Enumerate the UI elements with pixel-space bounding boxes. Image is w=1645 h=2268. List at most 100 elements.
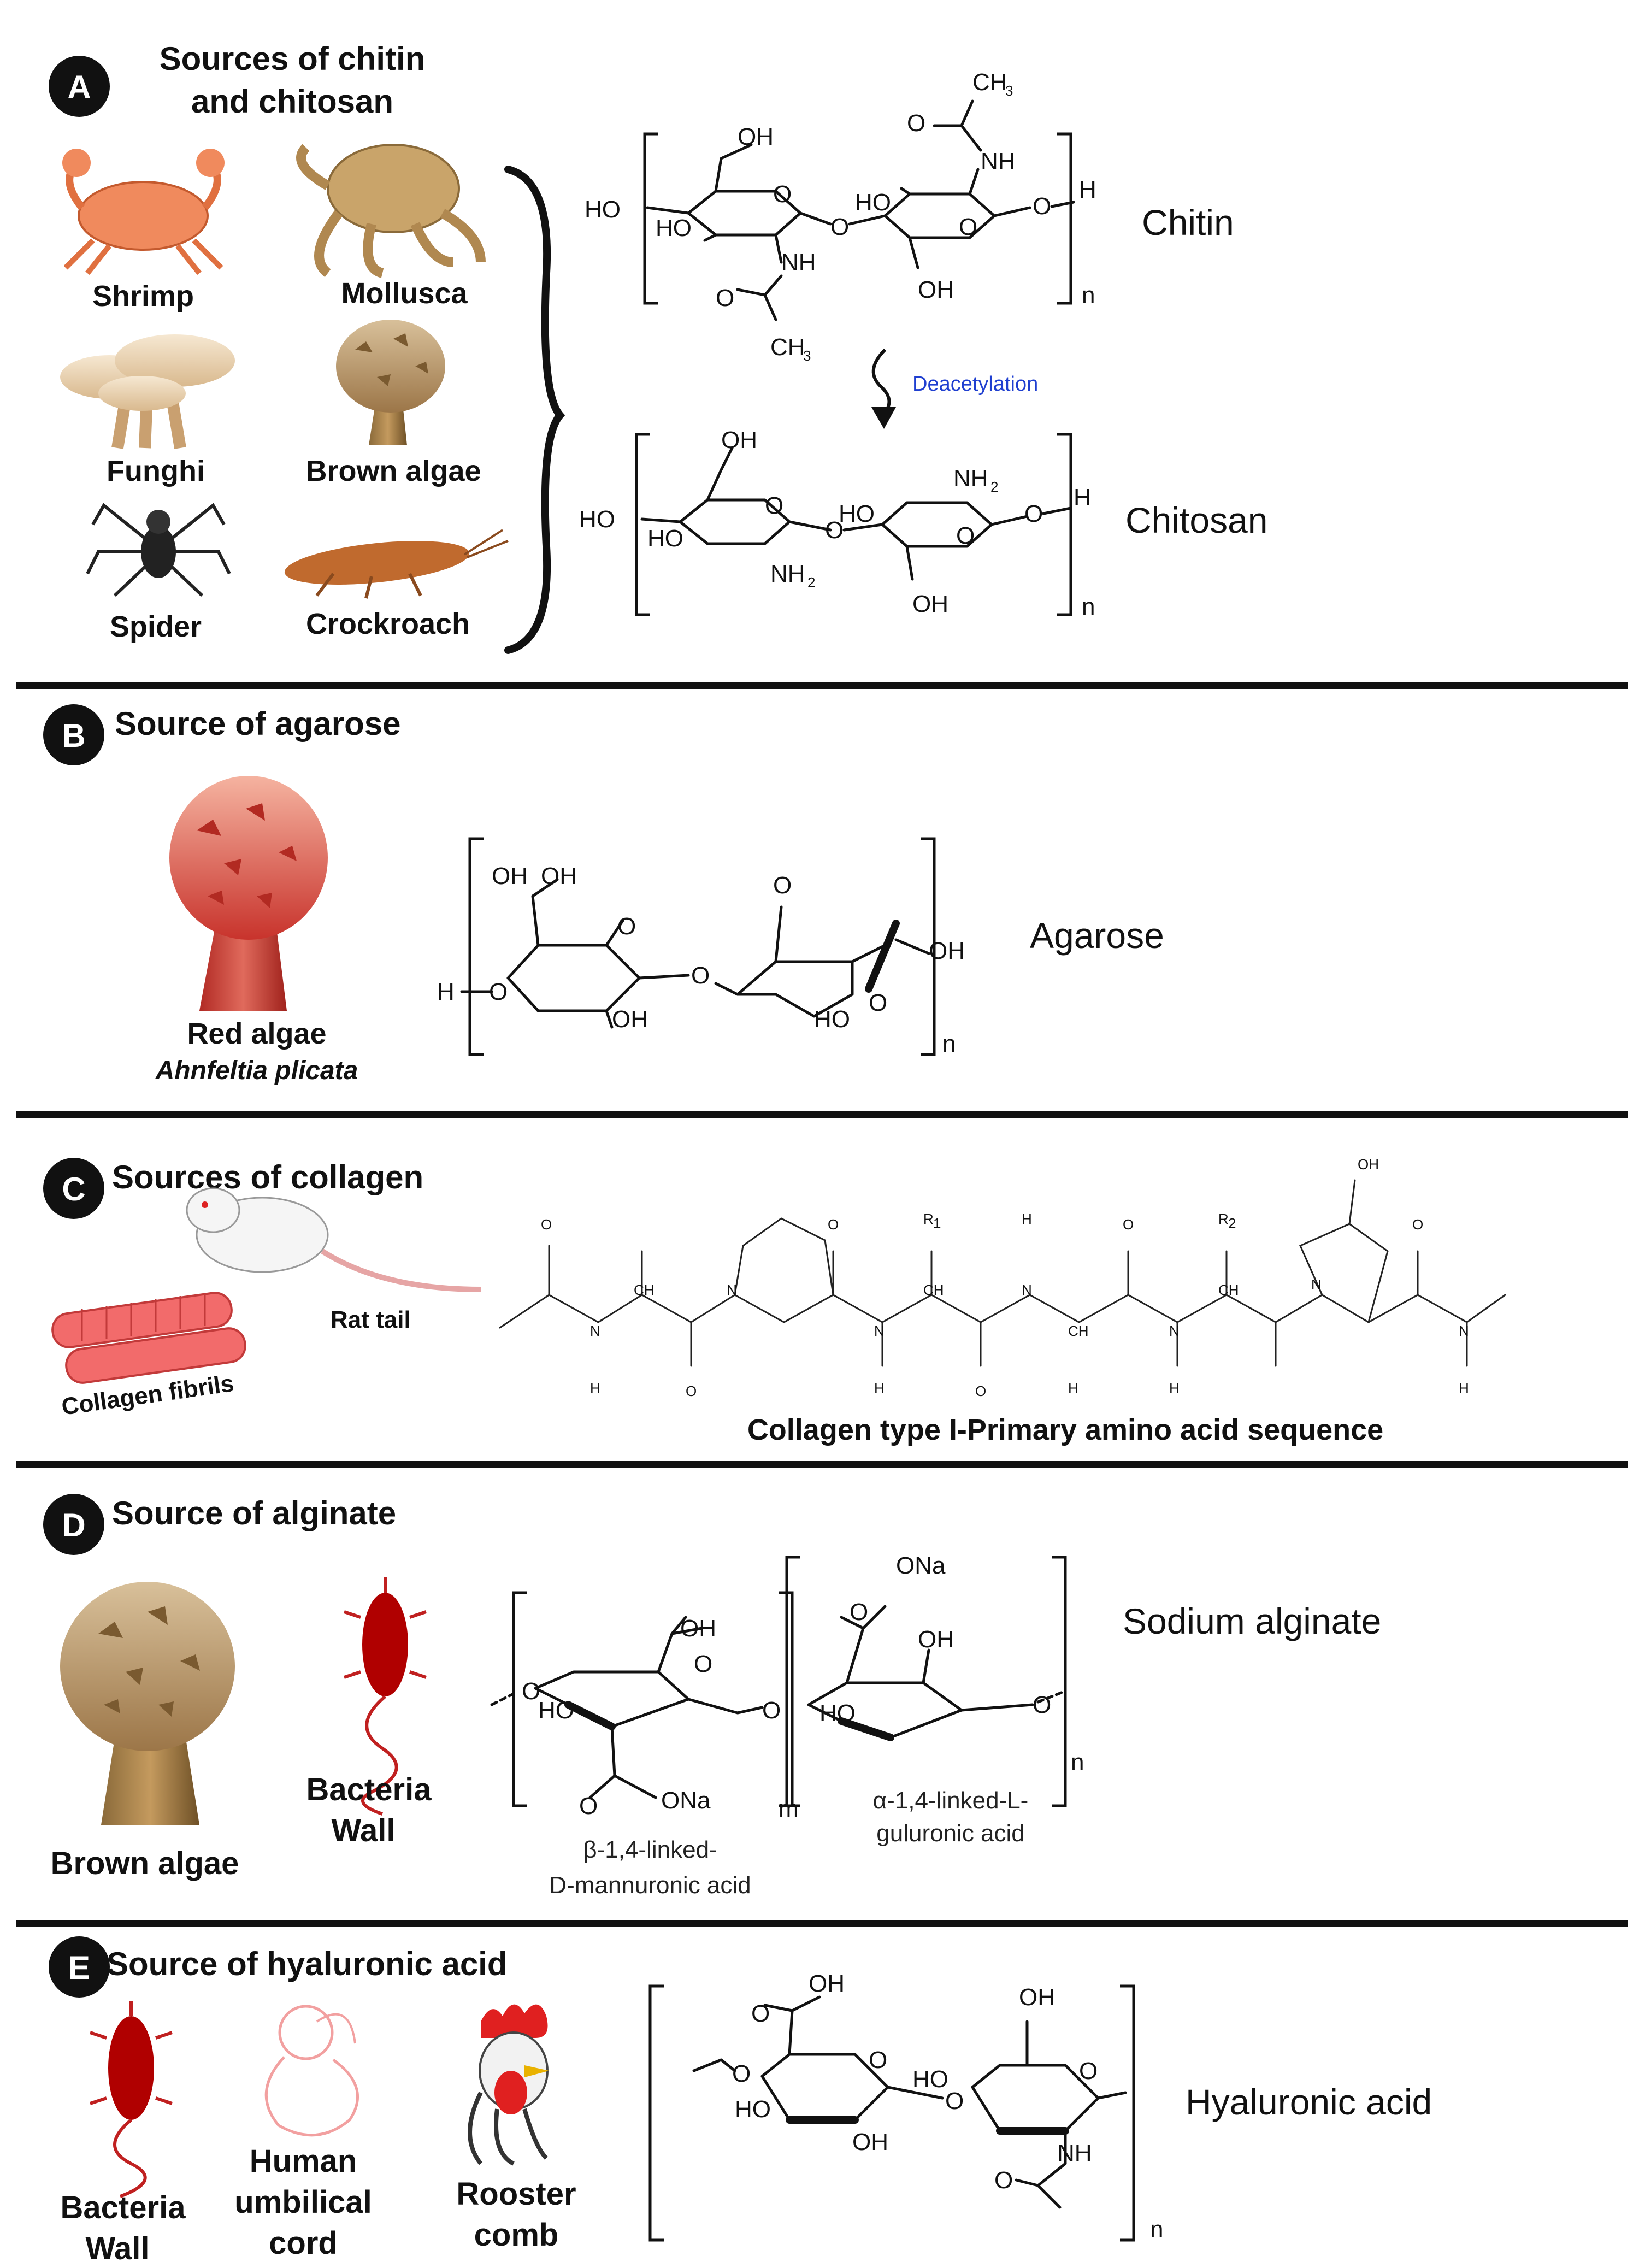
- guluronic-label-2: guluronic acid: [876, 1820, 1025, 1847]
- badge-b: B: [62, 717, 85, 754]
- source-funghi: Funghi: [107, 455, 205, 487]
- svg-text:OH: OH: [612, 1006, 648, 1033]
- chitin-structure: HO OH O HO NH O CH3 O HO NH O CH3 O O H …: [585, 69, 1096, 364]
- source-spider: Spider: [110, 610, 202, 643]
- svg-text:N: N: [1022, 1282, 1032, 1298]
- svg-text:3: 3: [803, 347, 811, 364]
- svg-text:CH: CH: [1068, 1323, 1089, 1339]
- chitin-label: Chitin: [1142, 202, 1234, 243]
- svg-text:HO: HO: [538, 1697, 574, 1724]
- mannuronic-label-2: D-mannuronic acid: [549, 1872, 751, 1899]
- svg-text:HO: HO: [656, 215, 692, 241]
- algae-icon: [336, 320, 445, 445]
- svg-text:O: O: [869, 2047, 887, 2073]
- svg-text:O: O: [1033, 1692, 1051, 1718]
- svg-text:N: N: [1169, 1323, 1180, 1339]
- bacteria-wall-label-e-2: Wall: [85, 2231, 149, 2266]
- svg-text:O: O: [825, 517, 844, 544]
- svg-text:NH: NH: [1057, 2140, 1092, 2166]
- svg-text:R: R: [923, 1211, 934, 1227]
- umbilical-label-2: umbilical: [234, 2184, 372, 2220]
- rat-icon: [186, 1187, 481, 1292]
- svg-text:O: O: [541, 1216, 552, 1233]
- svg-text:O: O: [907, 110, 925, 137]
- svg-text:O: O: [945, 2088, 964, 2114]
- svg-text:OH: OH: [541, 863, 577, 889]
- svg-text:HO: HO: [855, 189, 891, 216]
- svg-text:O: O: [1123, 1216, 1134, 1233]
- svg-text:OH: OH: [721, 427, 757, 453]
- svg-text:H: H: [1079, 176, 1096, 203]
- svg-text:HO: HO: [647, 525, 683, 552]
- badge-e: E: [68, 1949, 90, 1986]
- svg-text:N: N: [590, 1323, 600, 1339]
- svg-text:NH: NH: [770, 561, 805, 587]
- svg-text:CH: CH: [634, 1282, 655, 1298]
- svg-text:OH: OH: [809, 1970, 845, 1997]
- svg-text:O: O: [975, 1383, 986, 1399]
- svg-text:H: H: [1169, 1380, 1180, 1397]
- svg-text:1: 1: [933, 1215, 941, 1232]
- svg-text:O: O: [956, 522, 975, 549]
- svg-text:O: O: [732, 2060, 751, 2087]
- svg-text:ONa: ONa: [896, 1552, 946, 1579]
- brown-algae-label: Brown algae: [51, 1846, 239, 1881]
- svg-text:OH: OH: [492, 863, 528, 889]
- alginate-label: Sodium alginate: [1123, 1601, 1381, 1641]
- hyaluronic-repeat: n: [1150, 2216, 1163, 2243]
- bacteria-wall-label-d-2: Wall: [331, 1813, 395, 1848]
- panel-b-title: Source of agarose: [115, 705, 401, 742]
- svg-text:HO: HO: [839, 500, 875, 527]
- rooster-label-2: comb: [474, 2217, 559, 2253]
- svg-text:HO: HO: [819, 1700, 856, 1727]
- panel-a-title-2: and chitosan: [191, 83, 393, 120]
- svg-text:O: O: [994, 2167, 1013, 2194]
- panel-a-title: Sources of chitin: [160, 40, 426, 77]
- crab-icon: [62, 149, 225, 275]
- svg-text:O: O: [773, 181, 792, 208]
- svg-text:H: H: [1068, 1380, 1078, 1397]
- svg-text:OH: OH: [852, 2129, 888, 2155]
- svg-text:O: O: [751, 2000, 770, 2027]
- agarose-repeat: n: [942, 1030, 956, 1057]
- svg-text:H: H: [1074, 484, 1091, 511]
- panel-b: B Source of agarose Red algae Ahnfeltia …: [43, 704, 1164, 1085]
- svg-text:O: O: [828, 1216, 839, 1233]
- bacteria-wall-label-d: Bacteria: [306, 1772, 432, 1807]
- svg-text:N: N: [874, 1323, 885, 1339]
- spider-icon: [86, 503, 231, 597]
- svg-text:O: O: [1079, 2058, 1098, 2084]
- source-brown-algae-a: Brown algae: [305, 455, 481, 487]
- umbilical-label-3: cord: [269, 2225, 338, 2261]
- panel-e-title: Source of hyaluronic acid: [107, 1946, 508, 1982]
- svg-text:H: H: [590, 1380, 600, 1397]
- source-mollusca: Mollusca: [341, 277, 468, 310]
- svg-text:O: O: [773, 872, 792, 899]
- guluronic-label: α-1,4-linked-L-: [873, 1787, 1029, 1814]
- svg-text:HO: HO: [585, 196, 621, 223]
- svg-text:O: O: [522, 1678, 540, 1705]
- svg-text:OH: OH: [1358, 1156, 1379, 1173]
- svg-text:2: 2: [1228, 1215, 1236, 1232]
- svg-text:OH: OH: [918, 1626, 954, 1653]
- panel-c: C Sources of collagen Collagen fibrils R…: [43, 1156, 1506, 1446]
- svg-text:O: O: [691, 962, 710, 989]
- source-crockroach: Crockroach: [306, 608, 470, 640]
- svg-text:ONa: ONa: [661, 1787, 711, 1814]
- collagen-caption: Collagen type I-Primary amino acid seque…: [747, 1413, 1383, 1446]
- red-algae-species: Ahnfeltia plicata: [155, 1056, 358, 1085]
- rooster-icon: [468, 2004, 549, 2166]
- agarose-structure: H O OH OH O OH O O O HO OH n: [437, 837, 965, 1057]
- svg-text:O: O: [686, 1383, 697, 1399]
- agarose-label: Agarose: [1030, 915, 1164, 956]
- panel-d-title: Source of alginate: [112, 1495, 396, 1531]
- chitosan-repeat: n: [1082, 593, 1095, 620]
- svg-text:O: O: [489, 979, 508, 1005]
- svg-text:A: A: [67, 69, 91, 105]
- mannuronic-label: β-1,4-linked-: [583, 1836, 717, 1863]
- svg-text:CH: CH: [1218, 1282, 1239, 1298]
- panel-d: D Source of alginate Brown algae Bacteri…: [43, 1494, 1381, 1899]
- red-algae-label: Red algae: [187, 1017, 326, 1050]
- svg-text:OH: OH: [738, 123, 774, 150]
- badge-d: D: [62, 1507, 85, 1544]
